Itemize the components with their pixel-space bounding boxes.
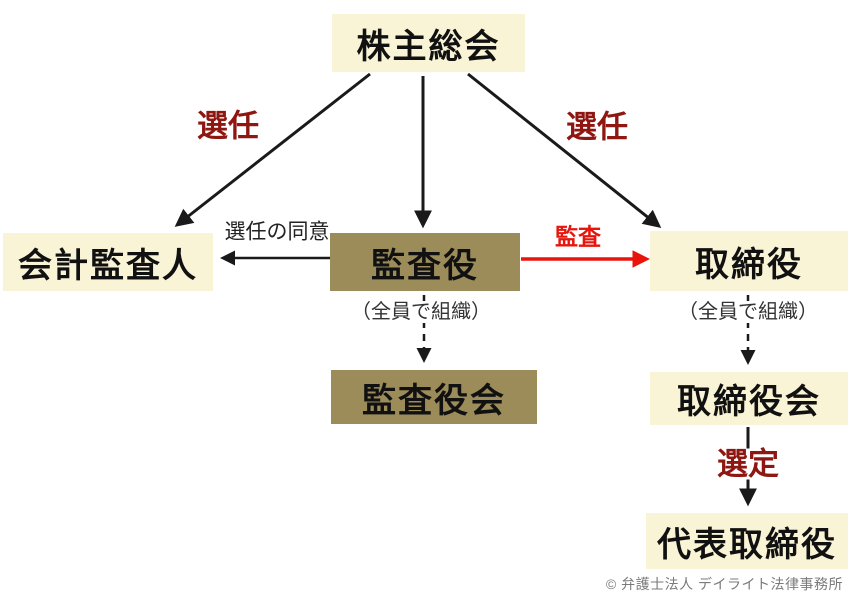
node-director-board: 取締役会	[650, 372, 848, 425]
edge-label-consent-to-appointment: 選任の同意	[224, 220, 330, 244]
edge-label-organized-by-all-right: （全員で組織）	[676, 301, 820, 323]
edge-label-audit: 監査	[555, 223, 601, 250]
edge-label-appointment-left: 選任	[197, 108, 259, 144]
node-shareholders-meeting: 株主総会	[332, 14, 525, 72]
node-shareholders-meeting-label: 株主総会	[356, 27, 501, 66]
node-auditor-board: 監査役会	[331, 370, 537, 424]
edge-label-appointment-right: 選任	[566, 109, 628, 145]
edge-label-selection: 選定	[713, 448, 783, 480]
node-accounting-auditor: 会計監査人	[3, 233, 213, 291]
node-director: 取締役	[650, 231, 848, 291]
arrow-appoint-director	[467, 72, 662, 228]
node-auditor: 監査役	[330, 233, 520, 291]
arrow-appoint-accounting-auditor	[174, 72, 371, 227]
node-auditor-board-label: 監査役会	[362, 381, 506, 420]
node-director-label: 取締役	[695, 245, 803, 284]
node-auditor-label: 監査役	[371, 246, 479, 285]
edge-label-organized-by-all-left: （全員で組織）	[349, 301, 493, 323]
copyright-notice: © 弁護士法人 デイライト法律事務所	[605, 576, 843, 592]
node-representative-director-label: 代表取締役	[657, 525, 837, 564]
node-director-board-label: 取締役会	[677, 383, 821, 421]
node-accounting-auditor-label: 会計監査人	[18, 246, 198, 285]
node-representative-director: 代表取締役	[646, 513, 848, 569]
